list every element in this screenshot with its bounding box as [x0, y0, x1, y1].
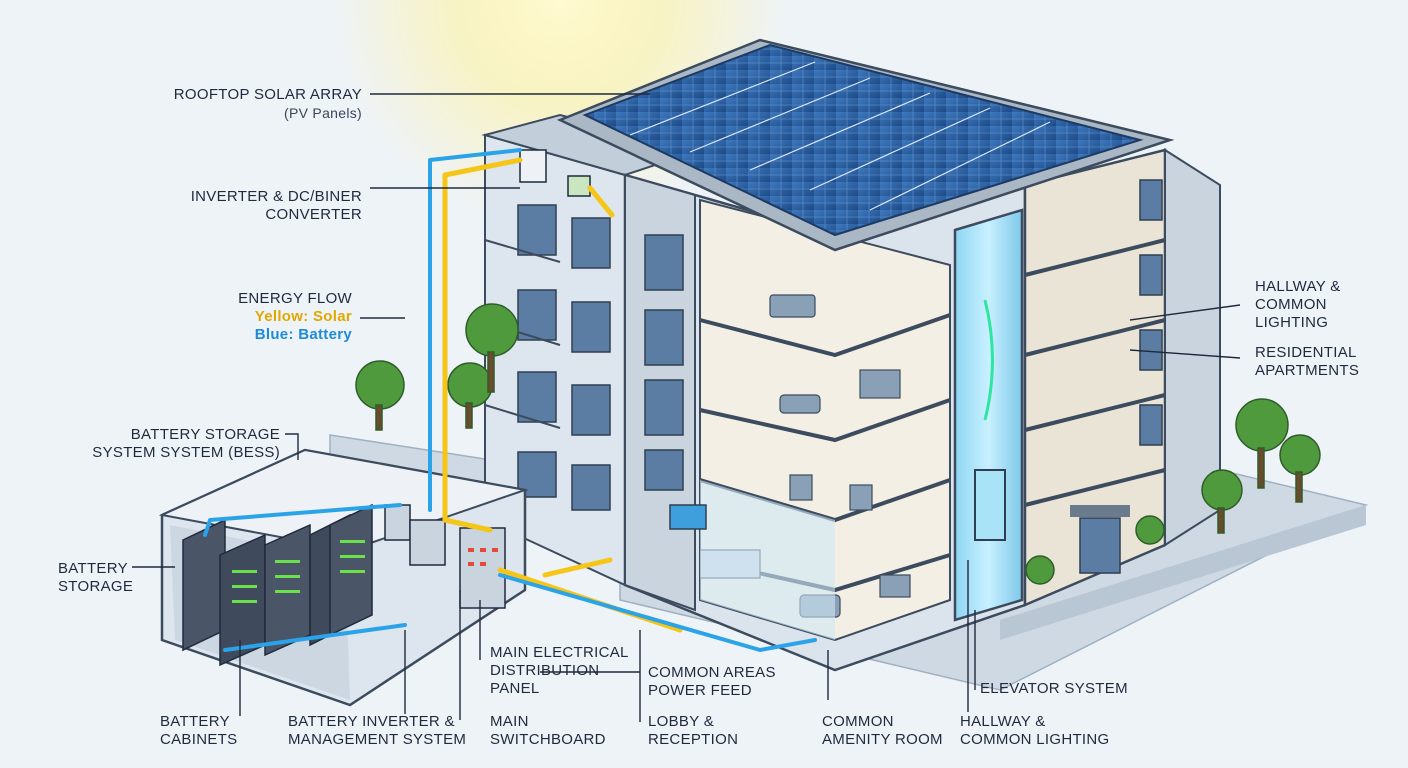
label-battery-storage-line2: STORAGE [58, 578, 134, 595]
label-main-switchboard-line1: MAIN [490, 713, 529, 730]
label-bess-line1: BATTERY STORAGE [130, 426, 280, 443]
label-common-areas-feed-line1: COMMON AREAS [648, 664, 776, 681]
label-inverter-line1: INVERTER & DC/BINER [190, 188, 362, 205]
label-battery-inverter-line2: MANAGEMENT SYSTEM [288, 731, 467, 748]
label-energy-flow-battery: Blue: Battery [254, 326, 352, 343]
label-battery-cabinets-line2: CABINETS [160, 731, 238, 748]
label-hallway-right: HALLWAY & COMMON LIGHTING [1255, 278, 1341, 332]
label-main-switchboard: MAIN SWITCHBOARD [490, 713, 606, 749]
label-bess: BATTERY STORAGE SYSTEM SYSTEM (BESS) [60, 426, 280, 462]
label-main-switchboard-line2: SWITCHBOARD [490, 731, 606, 748]
label-rooftop-solar-line1: ROOFTOP SOLAR ARRAY [173, 86, 362, 103]
label-bess-line2: SYSTEM SYSTEM (BESS) [92, 444, 280, 461]
label-battery-inverter-line1: BATTERY INVERTER & [288, 713, 455, 730]
label-rooftop-solar: ROOFTOP SOLAR ARRAY (PV Panels) [140, 86, 362, 122]
label-energy-flow-title: ENERGY FLOW [238, 290, 352, 307]
label-hallway-right-line2: COMMON [1255, 296, 1327, 313]
label-elevator: ELEVATOR SYSTEM [980, 680, 1128, 698]
label-main-panel: MAIN ELECTRICAL DISTRIBUTION PANEL [490, 644, 629, 698]
label-common-areas-feed-line2: POWER FEED [648, 682, 752, 699]
label-main-panel-line1: MAIN ELECTRICAL [490, 644, 629, 661]
label-common-areas-feed: COMMON AREAS POWER FEED [648, 664, 776, 700]
label-battery-cabinets-line1: BATTERY [160, 713, 230, 730]
label-rooftop-solar-line2: (PV Panels) [284, 105, 362, 121]
label-hallway-bottom-line1: HALLWAY & [960, 713, 1046, 730]
main-building [623, 173, 1027, 672]
leader-lines [132, 93, 1241, 722]
label-amenity-line1: COMMON [822, 713, 894, 730]
label-hallway-bottom-line2: COMMON LIGHTING [960, 731, 1110, 748]
label-hallway-right-line3: LIGHTING [1255, 314, 1329, 331]
electrical-equipment [384, 149, 591, 609]
battery-energy-flow [203, 148, 817, 652]
label-lobby-line2: RECEPTION [648, 731, 739, 748]
label-amenity: COMMON AMENITY ROOM [822, 713, 943, 749]
label-inverter-line2: CONVERTER [265, 206, 362, 223]
label-hallway-right-line1: HALLWAY & [1255, 278, 1341, 295]
elevator-shaft [953, 208, 1024, 622]
label-lobby: LOBBY & RECEPTION [648, 713, 738, 749]
battery-cabinets [182, 503, 373, 667]
label-battery-inverter: BATTERY INVERTER & MANAGEMENT SYSTEM [288, 713, 466, 749]
label-elevator-line1: ELEVATOR SYSTEM [980, 680, 1128, 697]
label-main-panel-line2: DISTRIBUTION [490, 662, 600, 679]
label-residential-line2: APARTMENTS [1255, 362, 1360, 379]
label-energy-flow-solar: Yellow: Solar [254, 308, 352, 325]
right-building-wing [1023, 148, 1221, 607]
label-residential: RESIDENTIAL APARTMENTS [1255, 344, 1359, 380]
label-energy-flow: ENERGY FLOW Yellow: Solar Blue: Battery [180, 290, 352, 344]
label-battery-cabinets: BATTERY CABINETS [160, 713, 237, 749]
label-main-panel-line3: PANEL [490, 680, 540, 697]
label-hallway-bottom: HALLWAY & COMMON LIGHTING [960, 713, 1110, 749]
label-battery-storage: BATTERY STORAGE [58, 560, 133, 596]
label-inverter: INVERTER & DC/BINER CONVERTER [140, 188, 362, 224]
label-lobby-line1: LOBBY & [648, 713, 715, 730]
rooftop-solar-array [556, 38, 1175, 252]
label-residential-line1: RESIDENTIAL [1255, 344, 1357, 361]
label-battery-storage-line1: BATTERY [58, 560, 128, 577]
label-amenity-line2: AMENITY ROOM [822, 731, 943, 748]
trees [355, 303, 1321, 585]
